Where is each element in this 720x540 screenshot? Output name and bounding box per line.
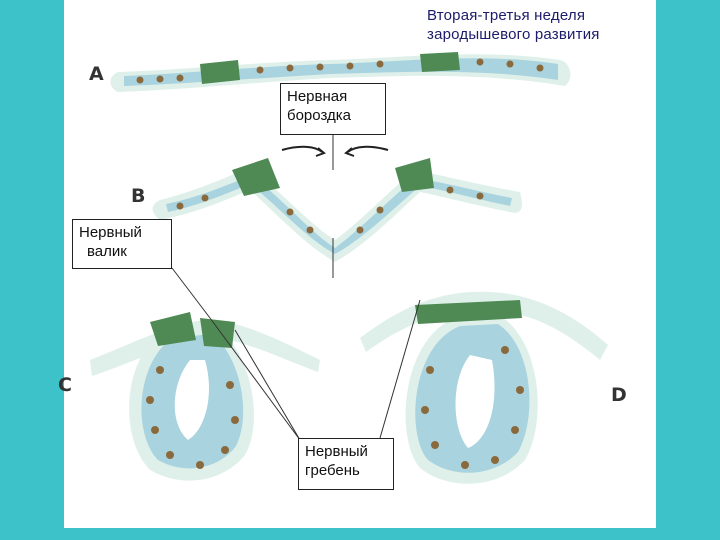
panel-label-d: D [611, 384, 627, 406]
label-neural-fold: Нервный валик [72, 219, 172, 269]
neural-plate-a [110, 52, 571, 92]
neural-tube-c [90, 312, 320, 481]
label-neural-crest-line-1: Нервный [305, 443, 368, 460]
neural-groove-b [152, 145, 522, 262]
title-line-1: Вторая-третья неделя [427, 7, 586, 24]
neural-tube-d [360, 291, 608, 484]
panel-label-c: C [58, 374, 72, 396]
page-title: Вторая-третья неделя зародышевого развит… [427, 6, 657, 44]
panel-label-b: B [131, 185, 146, 207]
cell-nuclei [136, 58, 544, 469]
label-neural-crest: Нервный гребень [298, 438, 394, 490]
label-neural-fold-line-1: Нервный [79, 224, 142, 241]
label-neural-groove-line-2: бороздка [287, 107, 351, 124]
label-neural-fold-line-2: валик [87, 243, 127, 260]
label-neural-groove: Нервная бороздка [280, 83, 386, 135]
label-neural-crest-line-2: гребень [305, 462, 360, 479]
label-neural-groove-line-1: Нервная [287, 88, 348, 105]
title-line-2: зародышевого развития [427, 26, 600, 43]
leader-lines [171, 134, 421, 441]
panel-label-a: A [89, 63, 104, 85]
